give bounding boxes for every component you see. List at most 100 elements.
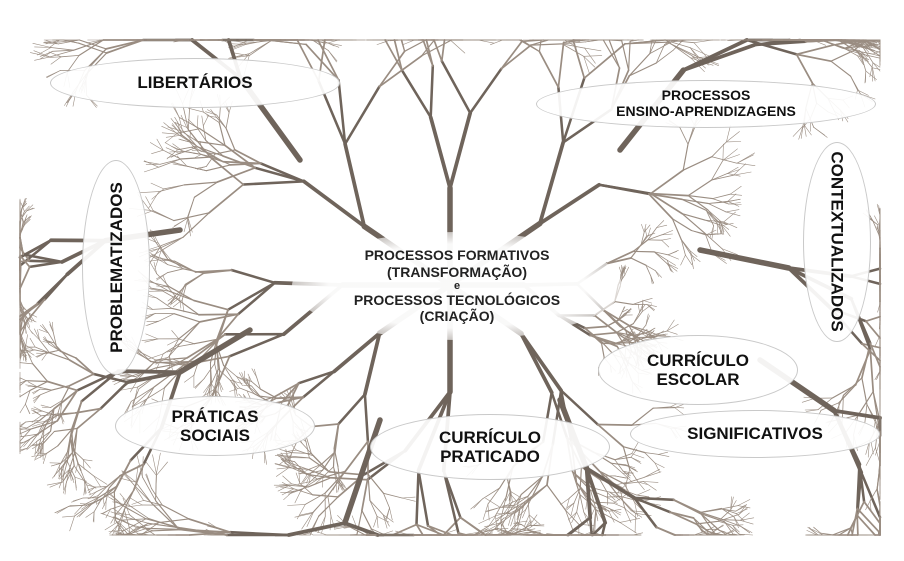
branch-stroke <box>183 213 209 238</box>
branch-stroke <box>417 471 419 525</box>
node-processos-ensino: PROCESSOS ENSINO-APRENDIZAGENS <box>536 80 876 128</box>
branch-stroke <box>478 40 494 43</box>
branch-stroke <box>33 364 48 382</box>
branch-stroke <box>174 213 209 221</box>
branch-stroke <box>539 52 558 88</box>
branch-stroke <box>159 519 189 523</box>
branch-stroke <box>727 199 740 202</box>
branch-stroke <box>151 183 164 189</box>
branch-stroke <box>740 526 749 533</box>
branch-stroke <box>25 404 29 414</box>
branch-stroke <box>629 54 650 76</box>
branch-stroke <box>658 454 669 456</box>
branch-stroke <box>733 525 744 526</box>
branch-stroke <box>243 181 304 184</box>
central-line-1: PROCESSOS FORMATIVOS <box>365 247 550 263</box>
branch-stroke <box>644 298 652 300</box>
branch-stroke <box>339 394 365 424</box>
branch-stroke <box>187 166 207 171</box>
branch-stroke <box>202 116 204 126</box>
branch-stroke <box>20 404 25 413</box>
branch-stroke <box>568 512 576 520</box>
branch-stroke <box>641 224 644 232</box>
branch-stroke <box>632 454 644 458</box>
branch-stroke <box>852 43 862 44</box>
branch-stroke <box>814 127 828 137</box>
branch-stroke <box>405 40 426 51</box>
branch-stroke <box>603 40 619 68</box>
branch-stroke <box>633 240 648 252</box>
branch-stroke <box>377 516 378 527</box>
branch-stroke <box>172 331 179 340</box>
branch-stroke <box>162 133 178 134</box>
branch-stroke <box>573 40 584 78</box>
branch-stroke <box>86 512 94 518</box>
branch-stroke <box>30 262 62 267</box>
branch-stroke <box>78 462 82 470</box>
branch-stroke <box>667 320 674 331</box>
branch-stroke <box>250 388 260 397</box>
branch-stroke <box>867 404 876 422</box>
branch-stroke <box>483 488 500 499</box>
branch-stroke <box>539 40 541 52</box>
branch-stroke <box>226 113 229 129</box>
node-processos-line2: ENSINO-APRENDIZAGENS <box>616 104 796 120</box>
node-contextualizados: CONTEXTUALIZADOS <box>803 142 871 342</box>
branch-stroke <box>384 493 390 508</box>
branch-stroke <box>345 87 379 144</box>
branch-stroke <box>23 216 32 222</box>
branch-stroke <box>51 57 61 64</box>
branch-stroke <box>377 40 391 45</box>
branch-stroke <box>311 454 329 472</box>
branch-stroke <box>61 55 79 56</box>
branch-stroke <box>232 270 275 283</box>
branch-stroke <box>701 514 725 522</box>
branch-stroke <box>470 69 501 113</box>
branch-stroke <box>114 492 115 520</box>
branch-stroke <box>637 490 650 496</box>
branch-stroke <box>184 375 194 382</box>
branch-stroke <box>442 61 470 113</box>
branch-stroke <box>620 522 637 533</box>
branch-stroke <box>839 385 856 403</box>
branch-stroke <box>723 149 738 161</box>
branch-stroke <box>188 108 203 112</box>
branch-stroke <box>209 185 243 213</box>
branch-stroke <box>197 116 198 128</box>
branch-stroke <box>681 255 686 265</box>
branch-stroke <box>615 302 633 305</box>
branch-stroke <box>877 491 880 506</box>
branch-stroke <box>145 388 164 400</box>
branch-stroke <box>156 453 160 474</box>
branch-stroke <box>625 509 631 523</box>
branch-stroke <box>511 492 513 503</box>
branch-stroke <box>633 301 644 305</box>
branch-stroke <box>683 40 746 70</box>
branch-stroke <box>32 389 40 393</box>
branch-stroke <box>707 526 715 530</box>
branch-stroke <box>434 40 442 61</box>
branch-stroke <box>734 517 739 528</box>
branch-stroke <box>808 527 818 535</box>
branch-stroke <box>638 304 640 312</box>
branch-stroke <box>150 210 174 220</box>
branch-stroke <box>708 204 726 212</box>
branch-stroke <box>586 500 587 509</box>
branch-stroke <box>217 117 227 128</box>
node-problematizados-label: PROBLEMATIZADOS <box>106 182 125 353</box>
branch-stroke <box>488 504 489 520</box>
branch-stroke <box>419 471 429 526</box>
branch-stroke <box>619 267 622 275</box>
branch-stroke <box>207 116 217 118</box>
branch-stroke <box>866 317 880 322</box>
branch-stroke <box>204 364 215 379</box>
branch-stroke <box>383 531 393 534</box>
branch-stroke <box>584 56 602 57</box>
branch-stroke <box>195 379 204 389</box>
branch-stroke <box>574 488 580 503</box>
branch-stroke <box>577 495 580 512</box>
node-praticas-sociais: PRÁTICAS SOCIAIS <box>115 396 315 456</box>
branch-stroke <box>132 500 144 504</box>
branch-stroke <box>694 40 713 43</box>
branch-stroke <box>797 54 813 83</box>
